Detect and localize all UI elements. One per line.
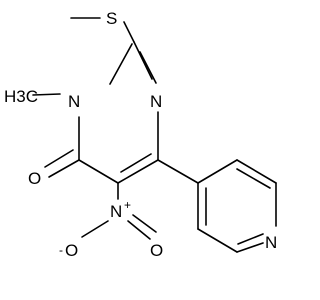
- nitro-nitrogen-label: N: [110, 202, 122, 221]
- bond-nnitro-o-right: [127, 220, 151, 240]
- bond-nnitro-o-left: [81, 220, 109, 238]
- bonds: [32, 17, 277, 253]
- sulfur-label: S: [106, 9, 117, 28]
- pyridine-nitrogen-label: N: [265, 233, 277, 252]
- bond-c4-o-double: [44, 149, 74, 168]
- bond-c6-c5-double: [120, 153, 152, 173]
- bond-c2-n1: [133, 41, 153, 80]
- bond-c5-c4: [78, 159, 119, 184]
- methyl-label: H3C: [4, 87, 38, 106]
- bond-py-c6-c5: [197, 228, 238, 253]
- bond-py-c3-c2-double: [236, 168, 271, 189]
- nitro-plus-charge: +: [124, 198, 131, 212]
- nitro-oxygen-left-label: O: [65, 241, 78, 260]
- bond-c6-c5: [117, 159, 159, 184]
- bond-c6-pyridine: [157, 159, 199, 184]
- bond-c4-o: [48, 159, 80, 178]
- bond-py-c3-c2: [236, 159, 277, 184]
- nitro-minus-charge: -: [59, 243, 63, 257]
- structure-drawing: S H3C N N O N + O - O N: [4, 9, 277, 260]
- bond-n3-ch3: [32, 93, 61, 96]
- bond-s-c2: [123, 21, 135, 43]
- nitro-oxygen-right-label: O: [150, 241, 163, 260]
- molecule-canvas: S H3C N N O N + O - O N: [4, 9, 277, 260]
- atom-labels: S H3C N N O N + O - O N: [4, 9, 277, 260]
- bond-py-n-c6-double: [237, 233, 264, 245]
- bond-py-n-c6: [236, 242, 264, 253]
- bond-nnitro-o-right-double: [132, 214, 157, 233]
- bond-c2-n1-double: [139, 51, 157, 84]
- n3-label: N: [68, 92, 80, 111]
- bond-c2-n3: [109, 43, 133, 85]
- carbonyl-oxygen-label: O: [28, 169, 41, 188]
- n1-label: N: [150, 92, 162, 111]
- bond-py-c4-c3: [197, 159, 238, 184]
